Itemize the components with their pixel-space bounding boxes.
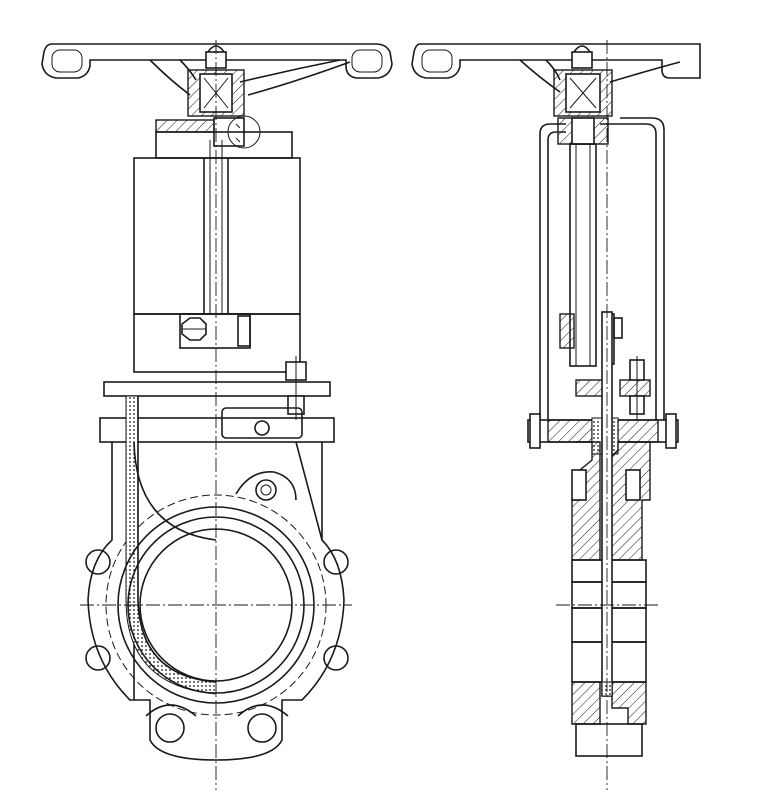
yoke <box>133 131 301 373</box>
side-stem-nut <box>571 45 593 69</box>
side-bearing <box>553 69 613 145</box>
side-frame <box>539 117 665 420</box>
front-view <box>41 40 393 790</box>
side-gland <box>575 356 651 420</box>
side-section-view <box>411 40 701 790</box>
bolt-holes <box>85 549 349 743</box>
top-flange <box>99 356 335 443</box>
bearing-housing <box>155 69 261 149</box>
